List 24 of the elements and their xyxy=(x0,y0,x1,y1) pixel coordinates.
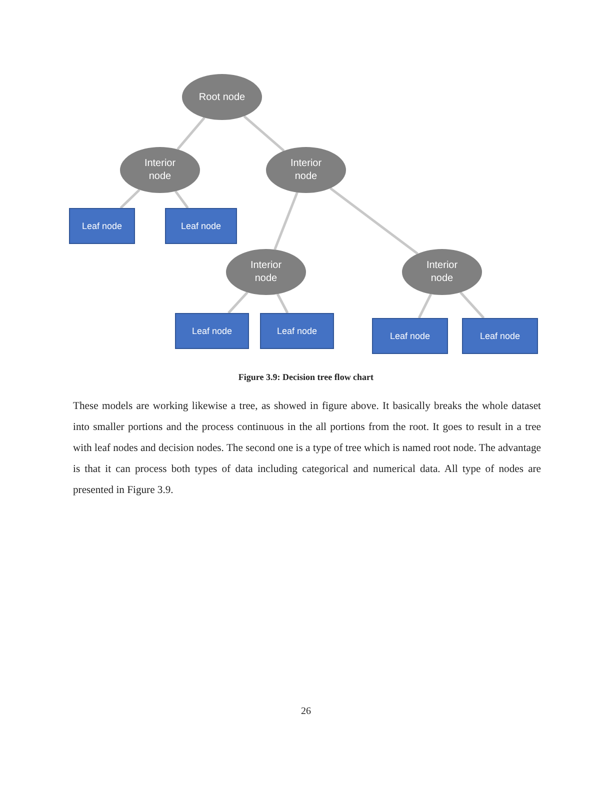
node-ellipse: Interior node xyxy=(120,147,200,193)
connector-line xyxy=(174,190,189,209)
connector-line xyxy=(120,188,140,209)
connector-line xyxy=(176,116,206,150)
connector-line xyxy=(228,292,248,314)
body-paragraph: These models are working likewise a tree, as showed in figure above. It basically breaks the whole dataset into smaller portions and the process continuous in the all portions from the root. It goes to result in a tree with leaf nodes and decision nodes. The second one is a type of tree which is named root node. The advantage is that it can process both types of data including categorical and numerical data. All type of nodes are presented in Figure 3.9. xyxy=(73,400,541,498)
connector-line xyxy=(418,294,432,319)
node-ellipse: Root node xyxy=(182,74,262,120)
leaf-box: Leaf node xyxy=(260,313,334,349)
leaf-box: Leaf node xyxy=(175,313,249,349)
figure-caption: Figure 3.9: Decision tree flow chart xyxy=(237,372,375,382)
node-ellipse: Interior node xyxy=(226,249,306,295)
connector-line xyxy=(243,115,285,152)
page-number: 26 xyxy=(300,706,312,717)
connector-line xyxy=(330,187,418,255)
connector-line xyxy=(274,192,298,250)
connector-line xyxy=(276,293,289,314)
connector-line xyxy=(460,292,485,319)
leaf-box: Leaf node xyxy=(372,318,448,354)
node-ellipse: Interior node xyxy=(266,147,346,193)
leaf-box: Leaf node xyxy=(165,208,237,244)
leaf-box: Leaf node xyxy=(462,318,538,354)
leaf-box: Leaf node xyxy=(69,208,135,244)
node-ellipse: Interior node xyxy=(402,249,482,295)
